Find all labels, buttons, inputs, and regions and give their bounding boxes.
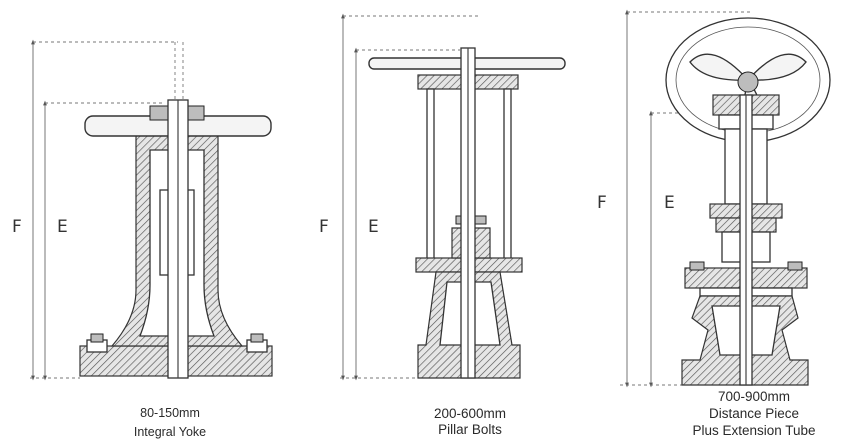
caption-line-1: 700-900mm [718,389,790,404]
dimension-f-line [625,9,750,388]
dimension-f-label: F [597,193,607,213]
caption-line-2: Integral Yoke [134,425,206,439]
valve-integral-yoke: F E 80-150mm Integral Yoke [12,39,273,439]
pillar-bolt-right [503,88,512,260]
caption-line-1: 200-600mm [434,406,506,421]
dimension-e-line [620,110,712,388]
dimension-e-line [30,100,165,381]
dimension-e-label: E [368,217,379,237]
dimension-f-label: F [12,217,22,237]
dimension-f-line [341,13,478,381]
caption-line-3: Plus Extension Tube [692,423,815,438]
dimension-e-label: E [664,193,675,213]
caption-line-1: 80-150mm [140,406,200,420]
pillar-bolt-left [426,88,435,260]
caption-line-2: Distance Piece [709,406,799,421]
dimension-f-label: F [319,217,329,237]
valve-distance-piece: F E 700-900mm Distance Piece [597,9,831,438]
caption-line-2: Pillar Bolts [438,422,502,437]
valve-pillar-bolts: F E 200-600mm Pillar Bolts [319,13,566,437]
dimension-e-line [340,47,460,381]
dimension-e-label: E [57,217,68,237]
dimension-f-line [31,39,178,381]
